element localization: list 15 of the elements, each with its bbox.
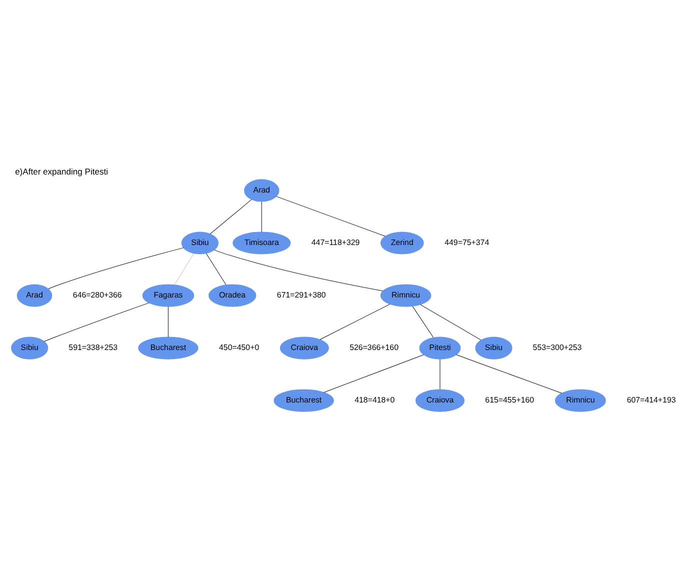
connector xyxy=(320,304,390,340)
connector xyxy=(324,354,424,393)
connector xyxy=(174,253,194,285)
connector xyxy=(261,201,262,232)
connector xyxy=(420,304,482,340)
connector xyxy=(210,199,252,234)
connector xyxy=(276,196,386,236)
connector xyxy=(168,306,169,338)
connector xyxy=(48,247,184,290)
connector xyxy=(456,354,562,394)
connector xyxy=(206,253,226,286)
connector xyxy=(44,302,150,342)
connector xyxy=(214,250,384,292)
diagram-title: e)After expanding Pitesti xyxy=(15,166,108,177)
connector xyxy=(412,306,434,338)
